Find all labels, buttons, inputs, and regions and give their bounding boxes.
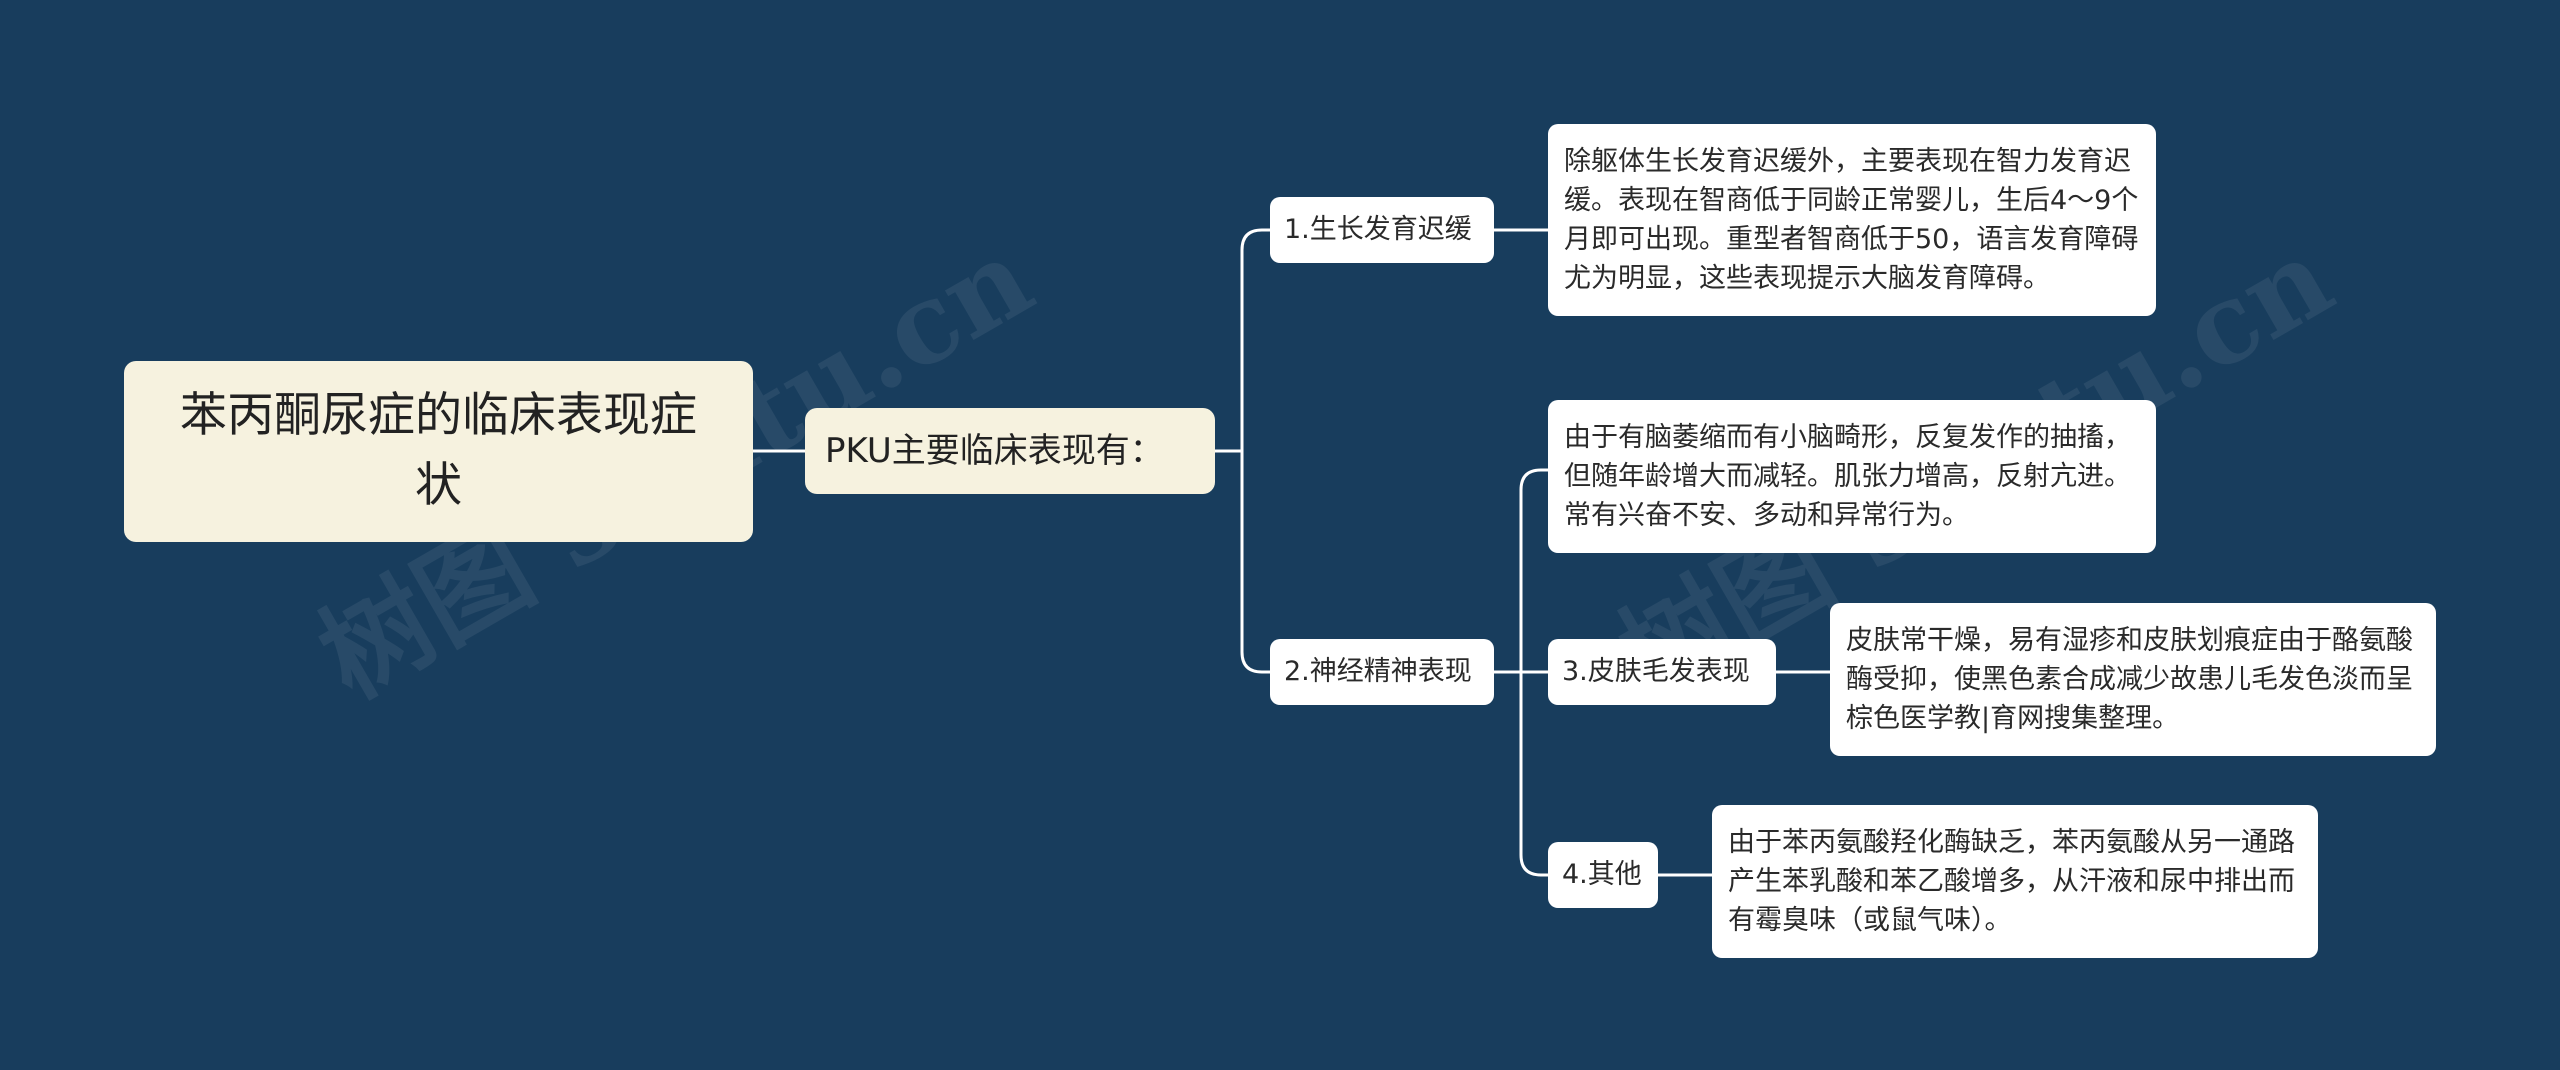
connector-neuro-to-other: [1492, 670, 1550, 877]
detail-skin-hair-text: 皮肤常干燥，易有湿疹和皮肤划痕症由于酪氨酸酶受抑，使黑色素合成减少故患儿毛发色淡…: [1846, 625, 2413, 734]
connector-level1-to-growth: [1213, 228, 1272, 453]
level1-topic[interactable]: PKU主要临床表现有：: [805, 408, 1215, 494]
detail-other-text: 由于苯丙氨酸羟化酶缺乏，苯丙氨酸从另一通路产生苯乳酸和苯乙酸增多，从汗液和尿中排…: [1728, 827, 2295, 936]
branch-growth-delay[interactable]: 1.生长发育迟缓: [1270, 197, 1494, 263]
branch-other[interactable]: 4.其他: [1548, 842, 1658, 908]
branch-growth-delay-label: 1.生长发育迟缓: [1284, 214, 1472, 245]
branch-skin-hair-label: 3.皮肤毛发表现: [1562, 656, 1750, 687]
level1-topic-text: PKU主要临床表现有：: [825, 431, 1164, 471]
detail-skin-hair[interactable]: 皮肤常干燥，易有湿疹和皮肤划痕症由于酪氨酸酶受抑，使黑色素合成减少故患儿毛发色淡…: [1830, 603, 2436, 756]
branch-neuro-psych-label: 2.神经精神表现: [1284, 656, 1472, 687]
connector-level1-to-neuro: [1213, 449, 1272, 674]
detail-growth-delay[interactable]: 除躯体生长发育迟缓外，主要表现在智力发育迟缓。表现在智商低于同龄正常婴儿，生后4…: [1548, 124, 2156, 316]
root-topic-text: 苯丙酮尿症的临床表现症状: [180, 388, 697, 513]
detail-growth-delay-text: 除躯体生长发育迟缓外，主要表现在智力发育迟缓。表现在智商低于同龄正常婴儿，生后4…: [1564, 146, 2139, 294]
connector-neuro-to-detail: [1492, 468, 1550, 674]
root-topic[interactable]: 苯丙酮尿症的临床表现症状: [124, 361, 753, 542]
detail-other[interactable]: 由于苯丙氨酸羟化酶缺乏，苯丙氨酸从另一通路产生苯乳酸和苯乙酸增多，从汗液和尿中排…: [1712, 805, 2318, 958]
detail-neuro-psych-text: 由于有脑萎缩而有小脑畸形，反复发作的抽搐，但随年龄增大而减轻。肌张力增高，反射亢…: [1564, 422, 2131, 531]
branch-neuro-psych[interactable]: 2.神经精神表现: [1270, 639, 1494, 705]
branch-other-label: 4.其他: [1562, 859, 1642, 890]
detail-neuro-psych[interactable]: 由于有脑萎缩而有小脑畸形，反复发作的抽搐，但随年龄增大而减轻。肌张力增高，反射亢…: [1548, 400, 2156, 553]
branch-skin-hair[interactable]: 3.皮肤毛发表现: [1548, 639, 1776, 705]
